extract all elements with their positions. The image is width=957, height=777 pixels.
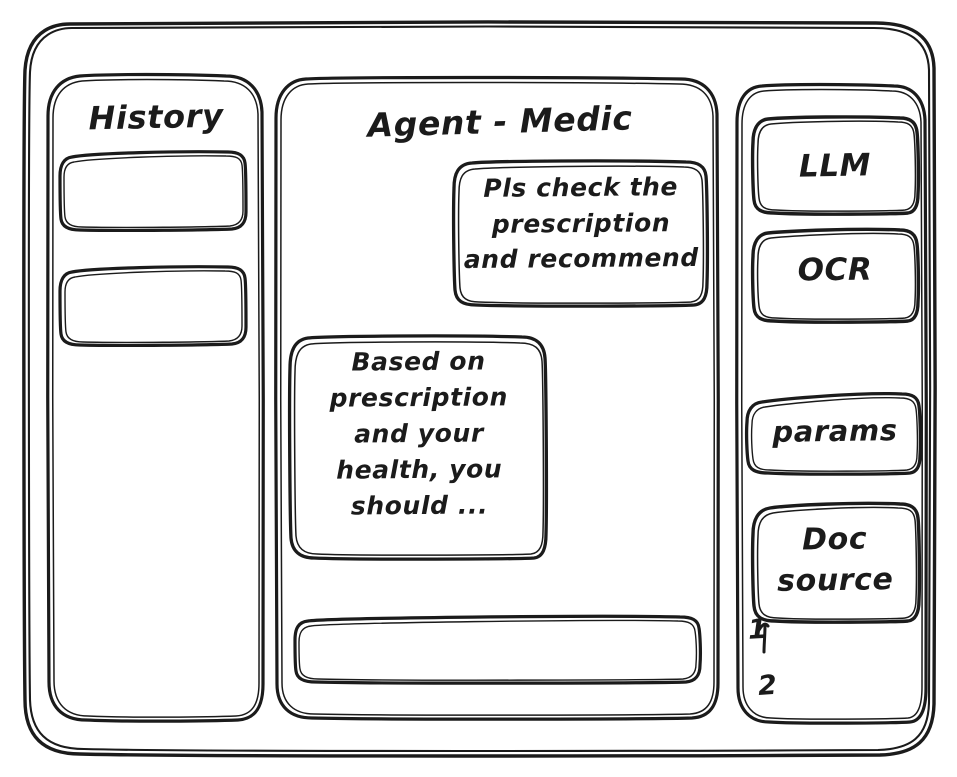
assistant-message-text: Based on prescription and your health, y… — [329, 346, 509, 521]
history-panel-title: History — [88, 96, 224, 138]
doc-source-list-item[interactable]: 1 — [747, 613, 769, 646]
params-button-label: params — [772, 413, 898, 449]
doc-source-button-label: Doc source — [776, 521, 894, 599]
history-item[interactable] — [60, 152, 246, 231]
llm-button-label: LLM — [798, 147, 872, 185]
doc-source-list-item[interactable]: 2 — [756, 669, 779, 703]
user-message-text: Pls check the prescription and recommend — [463, 172, 699, 275]
composer-input[interactable] — [295, 617, 701, 683]
ocr-button-label: OCR — [797, 251, 873, 289]
history-item[interactable] — [60, 267, 246, 346]
